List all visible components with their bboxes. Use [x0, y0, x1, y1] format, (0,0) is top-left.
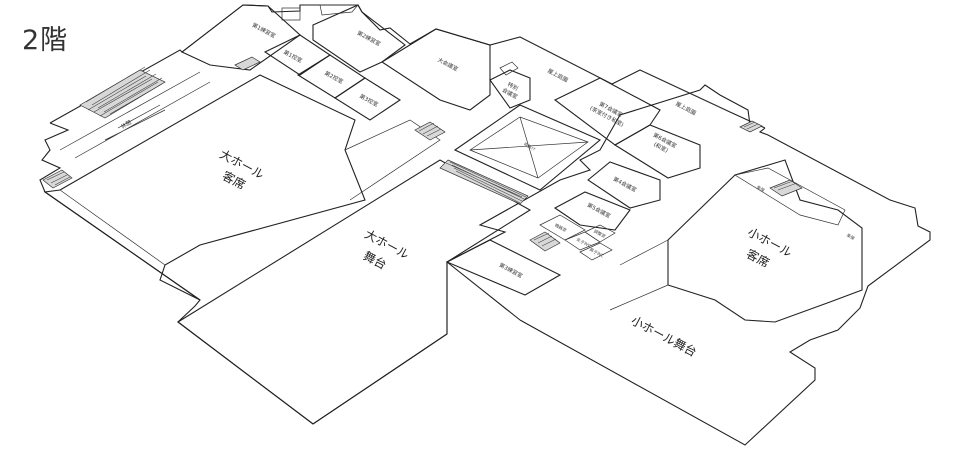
- room-meeting4: [587, 161, 661, 209]
- outer-wall-top: [49, 4, 766, 129]
- room-wc-female: [564, 231, 601, 251]
- large-hall-stage-label-2: 舞台: [361, 248, 389, 273]
- label-rooftop-garden-1: 屋上庭園: [546, 67, 570, 85]
- room-waiting1: [263, 34, 331, 76]
- atrium-cross: [469, 116, 589, 179]
- central-lower-stair: [529, 231, 561, 252]
- room-equipment: [539, 214, 586, 241]
- small-hall-stair: [769, 179, 803, 197]
- label-rooftop-garden-2: 屋上庭園: [674, 100, 698, 118]
- small-hall-audience-label-2: 客席: [744, 246, 772, 271]
- room-next-special: [499, 61, 519, 76]
- label-dressing-right: 楽屋: [845, 232, 856, 242]
- label-meeting4: 第4会議室: [612, 175, 639, 194]
- room-meeting7: [553, 77, 661, 146]
- right-small-stair: [739, 120, 763, 133]
- room-waiting3: [333, 77, 402, 121]
- outer-wall-bottom-mid: [446, 261, 521, 321]
- large-hall-stage-area: [177, 159, 532, 425]
- label-equipment: 機器室: [554, 222, 568, 234]
- left-corridor: [59, 71, 211, 159]
- small-hall-audience-area: [667, 159, 863, 323]
- upper-left-small-stair: [234, 56, 261, 71]
- label-waiting3: 第3控室: [358, 92, 380, 109]
- label-practice2: 第2練習室: [356, 29, 383, 48]
- small-hall-backstage: [734, 167, 846, 226]
- label-waiting-large: 大会議室: [436, 56, 460, 74]
- label-rest-area: 休憩: [119, 118, 133, 131]
- large-hall-audience-area: [43, 74, 366, 301]
- label-practice1: 第1練習室: [251, 21, 278, 40]
- left-stair-block: [79, 66, 166, 119]
- mid-small-stair: [414, 121, 446, 141]
- small-hall-stage-label: 小ホール舞台: [629, 313, 700, 360]
- label-waiting2: 第2控室: [323, 69, 345, 86]
- rooftop-garden-outline: [519, 36, 731, 113]
- floor-title: 2階: [22, 25, 69, 56]
- label-meeting5: 第5会議室: [586, 201, 613, 220]
- label-dressing-left: 楽屋: [755, 184, 766, 194]
- room-small-top-a: [281, 7, 301, 21]
- room-practice2: [312, 4, 406, 73]
- label-waiting1: 第1控室: [282, 48, 304, 65]
- room-meeting6: [613, 124, 701, 179]
- label-practice3: 第3練習室: [498, 261, 525, 280]
- outer-wall-right: [519, 127, 931, 446]
- room-waiting-large: [380, 28, 491, 111]
- left-small-stair: [42, 169, 73, 189]
- small-hall-stage-boundary: [609, 239, 669, 311]
- label-control: 調整室: [593, 228, 607, 240]
- room-practice3: [445, 239, 562, 296]
- room-small-top-b: [319, 4, 359, 16]
- room-wc-male: [579, 242, 613, 261]
- main-staircase: [439, 159, 529, 205]
- room-meeting5: [553, 191, 631, 231]
- atrium-frame: [453, 104, 602, 191]
- room-special: [489, 69, 531, 109]
